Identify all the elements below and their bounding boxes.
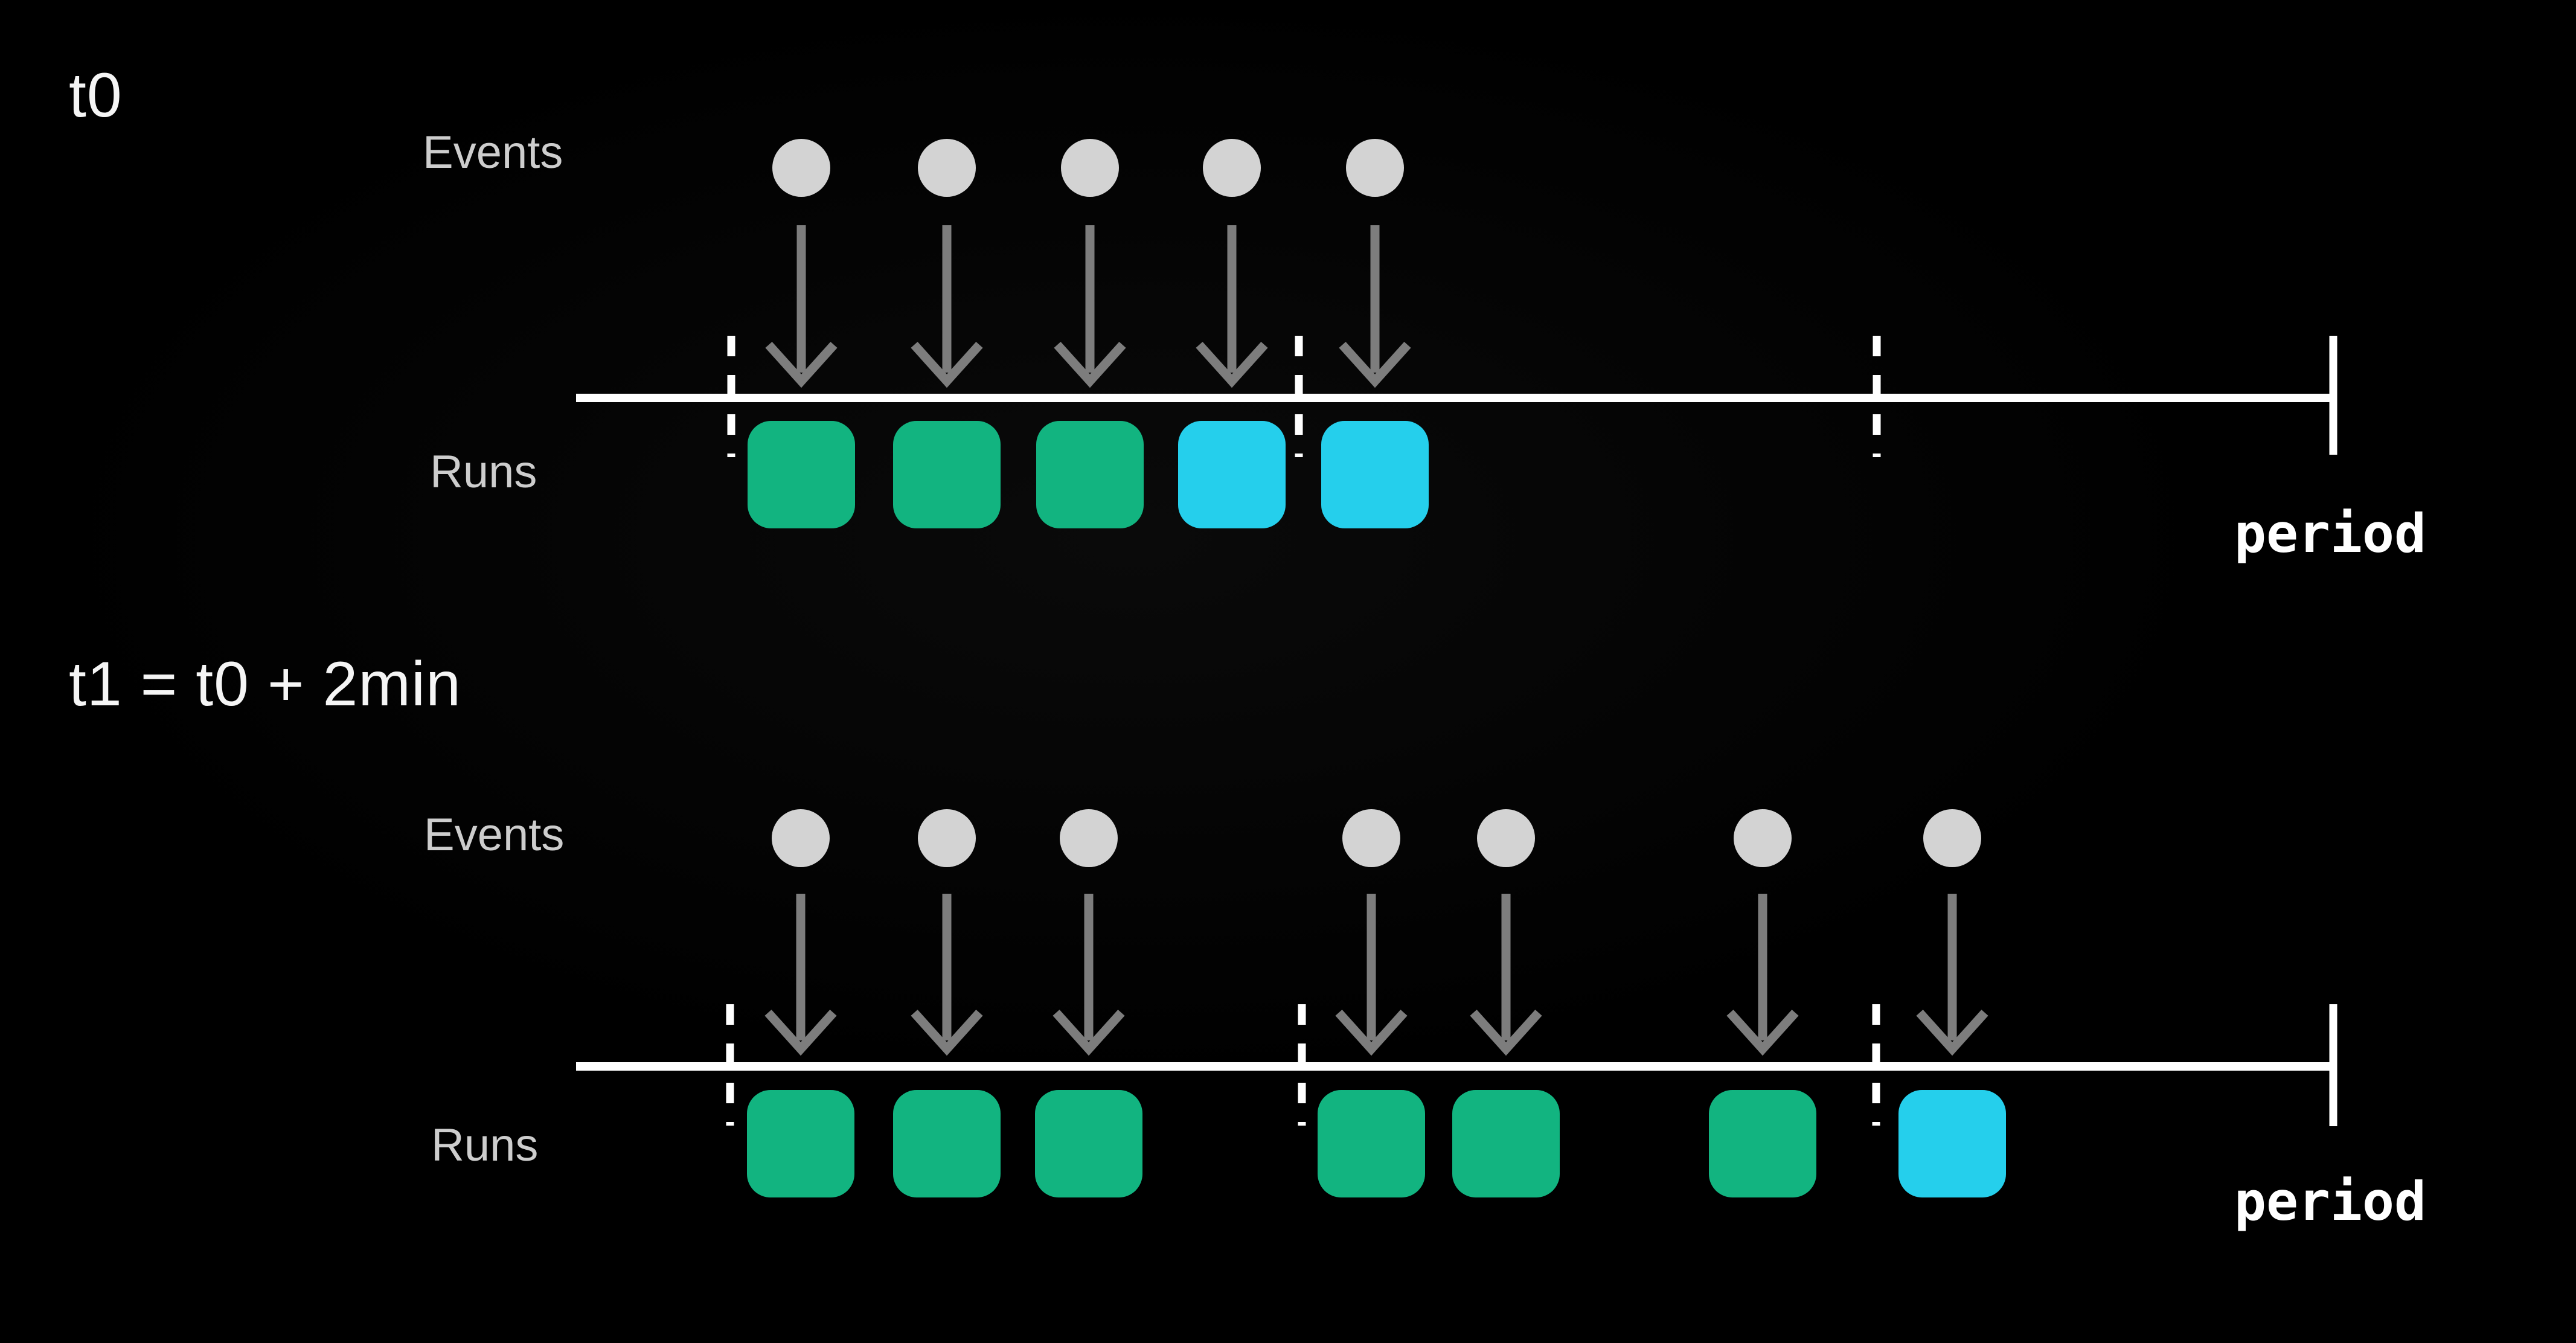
event-dot xyxy=(918,809,976,867)
runs-row-label: Runs xyxy=(430,446,537,498)
period-label: period xyxy=(2234,502,2426,565)
run-block-green xyxy=(1036,421,1144,528)
event-arrow-head xyxy=(1335,1009,1408,1056)
run-block-green xyxy=(893,421,1001,528)
event-arrow-head xyxy=(1054,341,1126,388)
event-arrow-head xyxy=(1196,341,1268,388)
event-dot xyxy=(1342,809,1400,867)
section-title: t1 = t0 + 2min xyxy=(69,649,461,719)
event-arrow-head xyxy=(764,1009,837,1056)
runs-row-label: Runs xyxy=(431,1120,539,1171)
event-arrow-head xyxy=(1726,1009,1799,1056)
run-block-green xyxy=(1452,1090,1560,1197)
event-arrow-head xyxy=(765,341,838,388)
run-block-green xyxy=(893,1090,1001,1197)
event-dot xyxy=(918,139,976,197)
run-block-cyan xyxy=(1178,421,1286,528)
run-block-cyan xyxy=(1898,1090,2006,1197)
events-row-label: Events xyxy=(424,809,565,861)
event-arrow-head xyxy=(1339,341,1411,388)
run-block-green xyxy=(1709,1090,1816,1197)
event-dot xyxy=(1734,809,1792,867)
event-arrow-head xyxy=(1470,1009,1542,1056)
event-arrow-head xyxy=(911,341,983,388)
event-arrow-head xyxy=(1053,1009,1125,1056)
event-dot xyxy=(1061,139,1119,197)
event-dot xyxy=(1923,809,1981,867)
run-block-green xyxy=(747,1090,854,1197)
event-arrow-head xyxy=(1916,1009,1988,1056)
period-label: period xyxy=(2234,1170,2426,1232)
run-block-green xyxy=(1035,1090,1142,1197)
event-dot xyxy=(772,809,830,867)
event-dot xyxy=(1346,139,1404,197)
event-dot xyxy=(1477,809,1535,867)
run-block-green xyxy=(1318,1090,1425,1197)
run-block-cyan xyxy=(1321,421,1429,528)
event-dot xyxy=(1060,809,1118,867)
event-arrow-head xyxy=(911,1009,983,1056)
event-dot xyxy=(772,139,830,197)
events-row-label: Events xyxy=(423,127,563,178)
run-block-green xyxy=(748,421,855,528)
event-dot xyxy=(1203,139,1261,197)
section-title: t0 xyxy=(69,60,123,130)
